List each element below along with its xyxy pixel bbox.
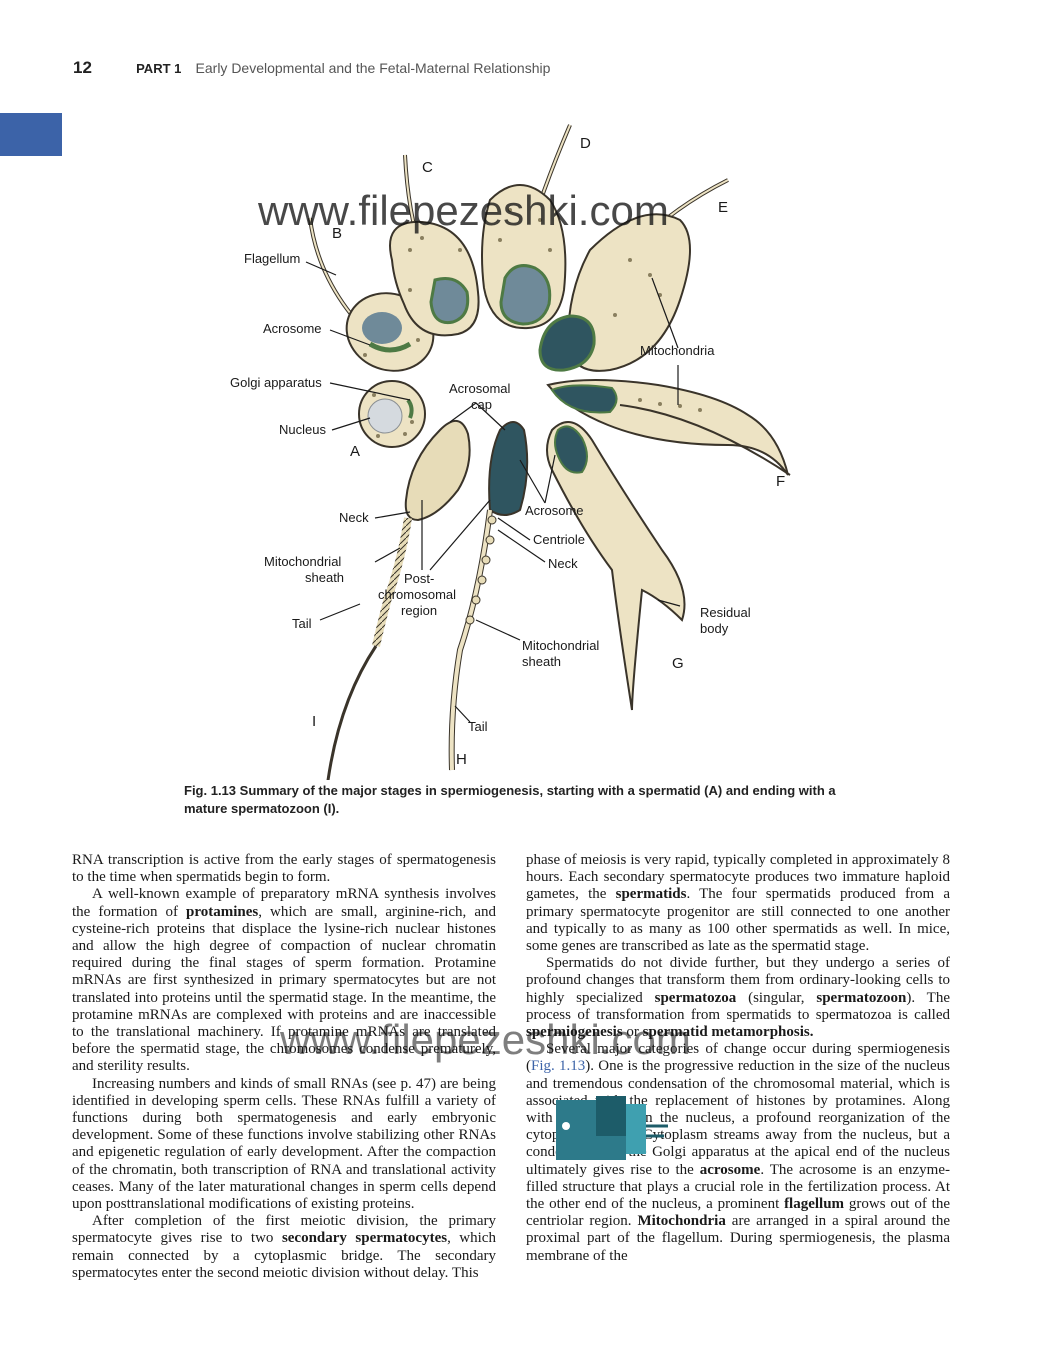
leader-lines xyxy=(305,261,681,723)
paragraph: Increasing numbers and kinds of small RN… xyxy=(72,1076,496,1214)
caption-text: Summary of the major stages in spermioge… xyxy=(184,783,836,816)
paragraph: Spermatids do not divide further, but th… xyxy=(526,955,950,1041)
label-postchromosomal-3: region xyxy=(401,603,437,618)
spermiogenesis-figure: A B C D E F G H I Flagellum Acrosome Gol… xyxy=(160,100,920,780)
paragraph: phase of meiosis is very rapid, typicall… xyxy=(526,852,950,955)
part-label: PART 1 xyxy=(136,61,182,76)
label-mito-sheath-h-1: Mitochondrial xyxy=(522,638,599,653)
stage-f-spermatid xyxy=(546,379,791,476)
bold-term: Mitochondria xyxy=(637,1213,726,1230)
text-run: Several major categories of change occur… xyxy=(526,1041,950,1075)
bold-term: spermatozoon xyxy=(816,989,907,1006)
text-run: . The acrosome is an enzyme-filled struc… xyxy=(526,1161,951,1213)
figure-caption: Fig. 1.13 Summary of the major stages in… xyxy=(184,782,864,818)
paragraph: After completion of the first meiotic di… xyxy=(72,1213,496,1282)
label-mitochondria: Mitochondria xyxy=(640,343,715,358)
label-tail-i: Tail xyxy=(292,616,312,631)
text-run: RNA transcription is active from the ear… xyxy=(72,852,496,886)
stage-c-spermatid xyxy=(389,154,480,337)
paragraph: RNA transcription is active from the ear… xyxy=(72,852,496,886)
bold-term: spermatozoa xyxy=(654,989,737,1006)
running-header: 12 PART 1 Early Developmental and the Fe… xyxy=(73,58,550,82)
label-flagellum: Flagellum xyxy=(244,251,300,266)
watermark-top: www.filepezeshki.com xyxy=(258,187,669,234)
text-run: Spermatids do not divide further, but th… xyxy=(526,955,950,1006)
chapter-side-tab xyxy=(0,113,62,156)
bold-term: secondary spermatocytes xyxy=(281,1230,448,1247)
text-run: phase of meiosis is very rapid, typicall… xyxy=(526,852,950,903)
label-postchromosomal-1: Post- xyxy=(404,571,434,586)
label-centriole: Centriole xyxy=(533,532,585,547)
figure-reference-link[interactable]: Fig. 1.13 xyxy=(531,1058,586,1075)
text-run: (singular, xyxy=(736,989,817,1006)
body-column-left: RNA transcription is active from the ear… xyxy=(72,852,496,1282)
spermiogenesis-diagram: A B C D E F G H I Flagellum Acrosome Gol… xyxy=(230,124,791,780)
stage-i-spermatozoon xyxy=(326,420,471,780)
stage-label-i: I xyxy=(312,713,316,730)
text-run: , which are small, arginine-rich, and cy… xyxy=(72,903,496,1075)
label-acrosome-h: Acrosome xyxy=(525,503,584,518)
paragraph: A well-known example of preparatory mRNA… xyxy=(72,886,496,1075)
text-run: are arranged in a spiral around the prox… xyxy=(526,1213,950,1264)
text-run: . The four spermatids produced from a pr… xyxy=(526,886,950,955)
stage-label-d: D xyxy=(580,135,591,152)
bold-term: protamines xyxy=(186,903,259,920)
label-residual-2: body xyxy=(700,621,729,636)
text-run: grows out of the centriolar region. xyxy=(526,1196,950,1230)
stage-g-spermatid xyxy=(546,421,686,711)
label-residual-1: Residual xyxy=(700,605,751,620)
stage-label-f: F xyxy=(776,473,785,490)
text-run: Increasing numbers and kinds of small RN… xyxy=(72,1075,496,1213)
page-number: 12 xyxy=(73,58,92,77)
label-mito-sheath-h-2: sheath xyxy=(522,654,561,669)
bold-term: spermiogenesis xyxy=(526,1024,623,1041)
text-run: ). The process of transformation from sp… xyxy=(526,989,950,1023)
label-mito-sheath-i-2: sheath xyxy=(305,570,344,585)
caption-fig-number: Fig. 1.13 xyxy=(184,783,237,798)
label-golgi-apparatus: Golgi apparatus xyxy=(230,375,322,390)
watermark-middle: www.filepezeshki.com xyxy=(280,1016,691,1063)
stage-label-g: G xyxy=(672,655,684,672)
bold-term: acrosome xyxy=(699,1161,761,1178)
stage-label-b: B xyxy=(332,225,342,242)
stage-label-c: C xyxy=(422,159,433,176)
bold-term: flagellum xyxy=(784,1196,845,1213)
text-run: After completion of the first meiotic di… xyxy=(72,1213,496,1247)
label-nucleus: Nucleus xyxy=(279,422,326,437)
site-logo-icon xyxy=(556,1096,668,1160)
label-acrosomal-cap-1: Acrosomal xyxy=(449,381,511,396)
label-neck-h: Neck xyxy=(548,556,578,571)
label-neck-i: Neck xyxy=(339,510,369,525)
stage-d-spermatid xyxy=(481,124,572,330)
text-run: or xyxy=(622,1024,643,1041)
label-mito-sheath-i-1: Mitochondrial xyxy=(264,554,341,569)
text-run: , which remain connected by a cytoplasmi… xyxy=(72,1230,496,1281)
label-tail-h: Tail xyxy=(468,719,488,734)
bold-term: spermatids xyxy=(615,886,687,903)
text-run: A well-known example of preparatory mRNA… xyxy=(72,886,496,920)
stage-e-spermatid xyxy=(538,178,729,372)
bold-term: spermatid metamorphosis. xyxy=(642,1024,814,1041)
stage-label-e: E xyxy=(718,199,728,216)
label-acrosome-b: Acrosome xyxy=(263,321,322,336)
body-column-right: phase of meiosis is very rapid, typicall… xyxy=(526,852,950,1265)
part-title: Early Developmental and the Fetal-Matern… xyxy=(195,60,551,76)
stage-a-spermatid xyxy=(358,380,426,448)
label-postchromosomal-2: chromosomal xyxy=(378,587,456,602)
stage-label-a: A xyxy=(350,443,360,460)
stage-label-h: H xyxy=(456,751,467,768)
stage-h-spermatozoon xyxy=(448,421,529,771)
label-acrosomal-cap-2: cap xyxy=(471,397,492,412)
